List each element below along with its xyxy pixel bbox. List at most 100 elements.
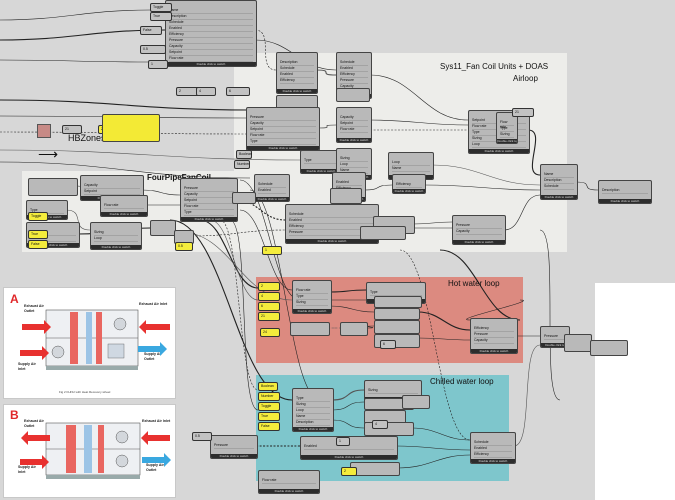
node-parameter[interactable]: Capacity — [184, 192, 234, 198]
node-parameter[interactable]: Pressure — [250, 115, 316, 121]
number-slider[interactable]: Toggle — [258, 402, 280, 411]
node-parameter[interactable]: Efficiency — [474, 452, 512, 458]
number-slider[interactable]: 2 — [341, 467, 357, 476]
node-parameter[interactable]: Schedule — [544, 184, 574, 190]
node-parameter[interactable]: Name — [296, 414, 330, 420]
node-parameter[interactable]: Enabled — [474, 446, 512, 452]
number-slider[interactable]: 6 — [258, 302, 280, 311]
node-parameter[interactable]: Enabled — [169, 26, 253, 32]
node-parameter[interactable]: Description — [169, 14, 253, 20]
toggle-input[interactable]: 6 — [380, 340, 396, 349]
node-parameter[interactable]: Type — [296, 396, 330, 402]
node-parameter[interactable]: Sizing — [296, 402, 330, 408]
node-parameter[interactable]: Enabled — [289, 218, 375, 224]
node-parameter[interactable]: Enabled — [336, 180, 362, 186]
node-parameter[interactable]: Pressure — [289, 230, 375, 236]
node-parameter[interactable]: Setpoint — [169, 50, 253, 56]
node-parameter[interactable]: Pressure — [456, 223, 502, 229]
node-parameter[interactable]: Setpoint — [184, 198, 234, 204]
node-parameter[interactable]: Type — [296, 294, 328, 300]
number-slider[interactable]: False — [28, 240, 48, 249]
node-parameter[interactable]: Flow rate — [296, 288, 328, 294]
node-parameter[interactable]: Capacity — [84, 183, 140, 189]
node-parameter[interactable]: Loop — [392, 160, 430, 166]
toggle-input[interactable]: 0.5 — [140, 45, 166, 54]
gh-component-node[interactable] — [350, 462, 400, 476]
gh-component-node[interactable] — [374, 296, 422, 308]
node-parameter[interactable]: Sizing — [500, 132, 514, 138]
gh-component-node[interactable] — [590, 340, 628, 356]
hbzones-icon[interactable] — [37, 124, 51, 138]
node-parameter[interactable]: Capacity — [250, 121, 316, 127]
number-slider[interactable]: 24 — [260, 328, 280, 337]
number-slider[interactable]: 1 — [262, 246, 282, 255]
node-parameter[interactable]: Efficiency — [340, 72, 368, 78]
node-parameter[interactable]: Efficiency — [169, 32, 253, 38]
node-parameter[interactable]: Sizing — [340, 156, 368, 162]
node-parameter[interactable]: Pressure — [184, 186, 234, 192]
node-parameter[interactable]: Type — [184, 210, 234, 216]
node-parameter[interactable]: Setpoint — [250, 127, 316, 133]
node-parameter[interactable]: Name — [544, 172, 574, 178]
node-parameter[interactable]: Description — [602, 188, 648, 194]
toggle-input[interactable]: False — [140, 26, 162, 35]
node-parameter[interactable]: Type — [370, 290, 422, 296]
node-parameter[interactable]: Loop — [94, 236, 138, 242]
number-slider[interactable]: 4 — [258, 292, 280, 301]
node-parameter[interactable]: Capacity — [340, 115, 368, 121]
node-parameter[interactable]: Type — [500, 126, 514, 132]
node-parameter[interactable]: Name — [392, 166, 430, 172]
toggle-input[interactable]: True — [150, 12, 172, 21]
node-parameter[interactable]: Loop — [472, 142, 526, 148]
toggle-input[interactable]: 4 — [196, 87, 216, 96]
highlighted-panel[interactable] — [102, 114, 160, 142]
node-parameter[interactable]: Pressure — [474, 332, 514, 338]
node-parameter[interactable]: Flow rate — [169, 56, 253, 62]
node-parameter[interactable]: Description — [544, 178, 574, 184]
node-parameter[interactable]: Flow rate — [104, 203, 144, 209]
node-parameter[interactable]: Setpoint — [340, 121, 368, 127]
node-parameter[interactable]: Setpoint — [84, 189, 140, 195]
node-parameter[interactable]: Efficiency — [289, 224, 375, 230]
node-parameter[interactable]: Name — [169, 8, 253, 14]
node-parameter[interactable]: Enabled — [258, 188, 286, 194]
node-parameter[interactable]: Schedule — [474, 440, 512, 446]
node-parameter[interactable]: Flow rate — [340, 127, 368, 133]
gh-component-node[interactable] — [564, 334, 592, 352]
node-parameter[interactable]: Schedule — [340, 60, 368, 66]
node-parameter[interactable]: Enabled — [280, 72, 314, 78]
gh-component-node[interactable] — [290, 322, 330, 336]
node-parameter[interactable]: Capacity — [169, 44, 253, 50]
node-parameter[interactable]: Efficiency — [474, 326, 514, 332]
node-parameter[interactable]: Pressure — [340, 78, 368, 84]
toggle-input[interactable]: 6 — [226, 87, 250, 96]
number-slider[interactable]: 0.5 — [175, 242, 193, 251]
toggle-input[interactable]: 0.5 — [192, 432, 212, 441]
node-parameter[interactable]: Flow rate — [184, 204, 234, 210]
node-parameter[interactable]: Schedule — [289, 212, 375, 218]
node-parameter[interactable]: Schedule — [280, 66, 314, 72]
toggle-input[interactable]: 1 — [336, 437, 350, 446]
node-parameter[interactable]: Schedule — [169, 20, 253, 26]
node-parameter[interactable]: Description — [296, 420, 330, 426]
node-parameter[interactable]: Type — [304, 158, 338, 164]
node-parameter[interactable]: Efficiency — [396, 182, 422, 188]
gh-component-node[interactable] — [150, 220, 176, 236]
toggle-input[interactable]: 21 — [62, 125, 82, 134]
